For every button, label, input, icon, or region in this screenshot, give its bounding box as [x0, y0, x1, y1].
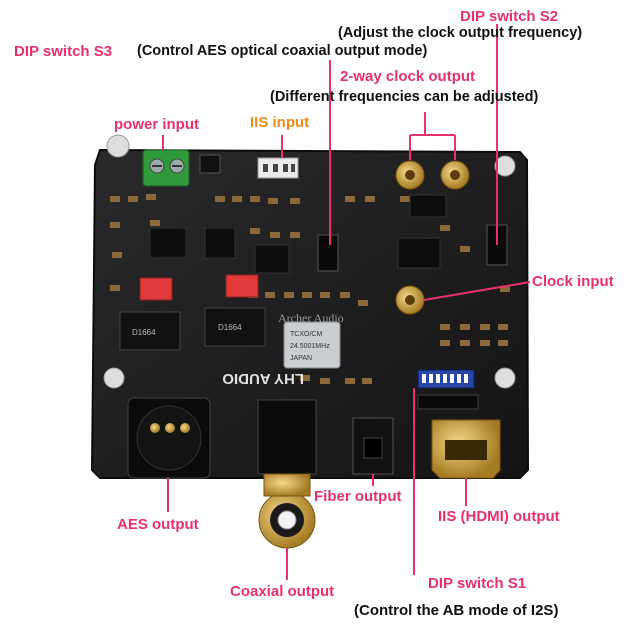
label-fiber-output: Fiber output [314, 488, 402, 505]
watermark: Archer Audio [278, 311, 344, 325]
ic-chip [119, 311, 181, 351]
ic-chip [409, 194, 447, 218]
chip-label: D1664 [132, 328, 156, 337]
svg-text:JAPAN: JAPAN [290, 355, 312, 362]
label-dip-switch-s3-desc: (Control AES optical coaxial output mode… [137, 43, 428, 59]
mounting-hole [494, 155, 516, 177]
mounting-hole [494, 367, 516, 389]
label-dip-switch-s2: DIP switch S2 [460, 8, 559, 25]
ic-chip [254, 244, 290, 274]
label-coaxial-output: Coaxial output [230, 583, 335, 600]
mounting-hole [106, 134, 130, 158]
tcxo-oscillator [283, 321, 341, 369]
red-component [225, 274, 259, 298]
label-iis-input: IIS input [250, 114, 310, 131]
label-dip-switch-s3: DIP switch S3 [14, 43, 113, 60]
svg-text:TCXO/CM: TCXO/CM [290, 331, 322, 338]
chip-label: D1664 [218, 323, 242, 332]
label-dip-switch-s2-desc: (Adjust the clock output frequency) [338, 25, 583, 41]
brand-label: LHY AUDIO [222, 370, 304, 387]
pointer-lines [162, 24, 531, 580]
mounting-hole [103, 367, 125, 389]
label-dip-switch-s1-desc: (Control the AB mode of I2S) [354, 602, 559, 619]
smd-components [110, 194, 510, 384]
label-aes-output: AES output [117, 516, 199, 533]
ic-chip [149, 227, 187, 259]
rca-housing [257, 399, 317, 475]
svg-text:24.5001MHz: 24.5001MHz [290, 343, 330, 350]
dip-switch-s3 [317, 234, 339, 272]
ic-chip [204, 307, 266, 347]
label-iis-hdmi-output: IIS (HDMI) output [438, 508, 560, 525]
label-clock-output-desc: (Different frequencies can be adjusted) [270, 89, 539, 105]
ic-chip [204, 227, 236, 259]
red-component [139, 277, 173, 301]
ic-chip [397, 237, 441, 269]
label-power-input: power input [114, 116, 199, 133]
label-clock-output: 2-way clock output [340, 68, 476, 85]
label-dip-switch-s1: DIP switch S1 [428, 575, 527, 592]
label-clock-input: Clock input [532, 273, 614, 290]
